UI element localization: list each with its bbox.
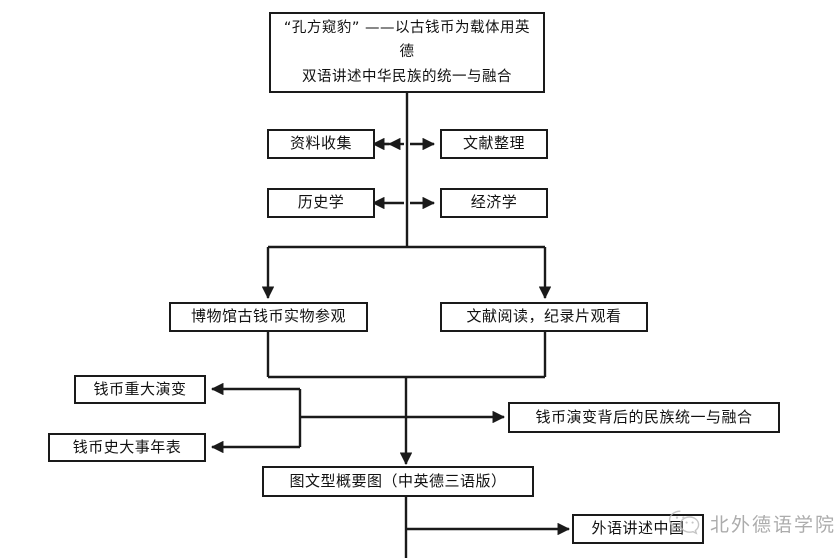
node-coin-chronicle-label: 钱币史大事年表 [72,437,182,456]
node-foreign-language-china: 外语讲述中国 [572,514,704,544]
node-museum-visit: 博物馆古钱币实物参观 [169,302,368,332]
node-data-collection-label: 资料收集 [289,134,352,153]
wechat-logo-icon [668,508,702,538]
node-museum-visit-label: 博物馆古钱币实物参观 [190,307,346,326]
node-economics-label: 经济学 [470,193,518,212]
node-project-title-label: “孔方窥豹” ——以古钱币为载体用英德 双语讲述中华民族的统一与融合 [283,19,531,85]
node-project-title: “孔方窥豹” ——以古钱币为载体用英德 双语讲述中华民族的统一与融合 [269,12,545,93]
watermark: 北外德语学院 [668,508,836,538]
node-coin-chronicle: 钱币史大事年表 [48,433,206,462]
node-data-collection: 资料收集 [267,129,375,159]
node-history: 历史学 [267,188,375,218]
node-ethnic-unity-label: 钱币演变背后的民族统一与融合 [535,407,753,426]
node-summary-chart-label: 图文型概要图（中英德三语版） [289,471,507,490]
node-economics: 经济学 [440,188,548,218]
node-foreign-language-china-label: 外语讲述中国 [591,519,685,538]
node-summary-chart: 图文型概要图（中英德三语版） [262,466,534,497]
node-coin-evolution: 钱币重大演变 [74,375,206,404]
node-literature-sorting: 文献整理 [440,129,548,159]
node-history-label: 历史学 [297,193,345,212]
node-ethnic-unity: 钱币演变背后的民族统一与融合 [508,402,780,433]
node-coin-evolution-label: 钱币重大演变 [93,379,187,398]
watermark-label: 北外德语学院 [710,513,836,536]
node-reading-documentary-label: 文献阅读，纪录片观看 [466,307,622,326]
node-reading-documentary: 文献阅读，纪录片观看 [440,302,648,332]
node-literature-sorting-label: 文献整理 [462,134,525,153]
